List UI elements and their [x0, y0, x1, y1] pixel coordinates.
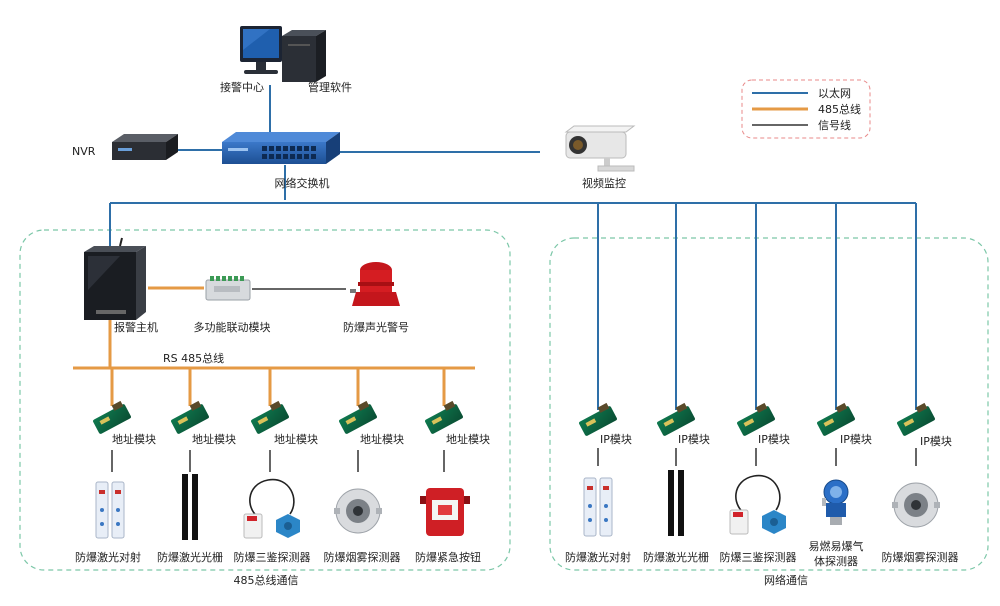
left-module-label-4: 地址模块: [360, 432, 404, 446]
right-device-label-4: 易燃易爆气: [809, 539, 864, 553]
legend-signal: 信号线: [818, 118, 851, 132]
ip-module-icons: [579, 402, 935, 436]
laser-grating-icon: [668, 470, 684, 536]
right-device-label-5: 防爆烟雾探测器: [882, 550, 959, 564]
laser-grating-icon: [182, 474, 198, 540]
camera-label: 视频监控: [582, 176, 626, 190]
ip-module-icon: [897, 402, 935, 436]
legend-ethernet: 以太网: [818, 87, 851, 100]
ip-module-icon: [737, 402, 775, 436]
nvr-label: NVR: [72, 145, 96, 158]
right-device-label-4-line2: 体探测器: [814, 554, 858, 568]
left-module-label-5: 地址模块: [446, 432, 490, 446]
right-module-label-1: IP模块: [600, 433, 632, 446]
right-module-label-3: IP模块: [758, 433, 790, 446]
rs485-bus-label: RS 485总线: [163, 351, 224, 365]
emergency-button-icon: [420, 488, 470, 536]
left-device-label-5: 防爆紧急按钮: [415, 550, 481, 564]
left-device-label-1: 防爆激光对射: [75, 550, 141, 564]
legend: 以太网 485总线 信号线: [741, 79, 871, 139]
nvr-icon: [112, 134, 178, 160]
ip-module-icon: [579, 402, 617, 436]
address-module-icon: [171, 400, 209, 434]
switch-label: 网络交换机: [275, 176, 330, 190]
laser-beam-icon: [95, 481, 125, 539]
right-module-label-4: IP模块: [840, 433, 872, 446]
right-device-label-1: 防爆激光对射: [565, 550, 631, 564]
alarm-light-label: 防爆声光警号: [343, 320, 409, 334]
mgmt-software-label: 管理软件: [308, 80, 352, 94]
address-module-icon: [251, 400, 289, 434]
alarm-host-icon: [84, 237, 146, 320]
signal-lines: [111, 288, 917, 472]
right-device-label-2: 防爆激光光栅: [643, 550, 709, 564]
smoke-detector-icon: [334, 488, 382, 534]
camera-icon: [564, 125, 636, 172]
address-module-icon: [93, 400, 131, 434]
left-module-label-3: 地址模块: [274, 432, 318, 446]
smoke-detector-icon: [892, 482, 940, 528]
gas-detector-icon: [822, 479, 849, 525]
alarm-center-label: 接警中心: [220, 80, 264, 94]
address-module-icons: [93, 400, 463, 434]
ip-module-icon: [657, 402, 695, 436]
rs485-lines: [73, 286, 475, 406]
left-group-caption: 485总线通信: [234, 573, 299, 587]
alarm-host-label: 报警主机: [114, 320, 158, 334]
network-switch-icon: [222, 132, 340, 164]
right-module-label-2: IP模块: [678, 433, 710, 446]
address-module-icon: [425, 400, 463, 434]
left-device-label-4: 防爆烟雾探测器: [324, 550, 401, 564]
right-module-label-5: IP模块: [920, 435, 952, 448]
left-group-border: [19, 229, 511, 571]
left-device-label-2: 防爆激光光栅: [157, 550, 223, 564]
address-module-icon: [339, 400, 377, 434]
right-device-label-3: 防爆三鉴探测器: [720, 550, 797, 564]
left-module-label-2: 地址模块: [192, 432, 236, 446]
right-group-border: [549, 237, 989, 571]
alarm-light-icon: [350, 262, 400, 306]
computer-icon: [240, 26, 326, 82]
left-device-label-3: 防爆三鉴探测器: [234, 550, 311, 564]
legend-border: [741, 79, 871, 139]
linkage-module-label: 多功能联动模块: [194, 320, 271, 334]
linkage-module-icon: [205, 276, 251, 301]
triple-detector-icon: [729, 474, 786, 535]
left-module-label-1: 地址模块: [112, 432, 156, 446]
right-group-caption: 网络通信: [764, 573, 808, 587]
laser-beam-icon: [583, 477, 613, 537]
ip-module-icon: [817, 402, 855, 436]
legend-485: 485总线: [818, 102, 861, 116]
ethernet-lines: [109, 85, 917, 410]
triple-detector-icon: [243, 478, 300, 539]
